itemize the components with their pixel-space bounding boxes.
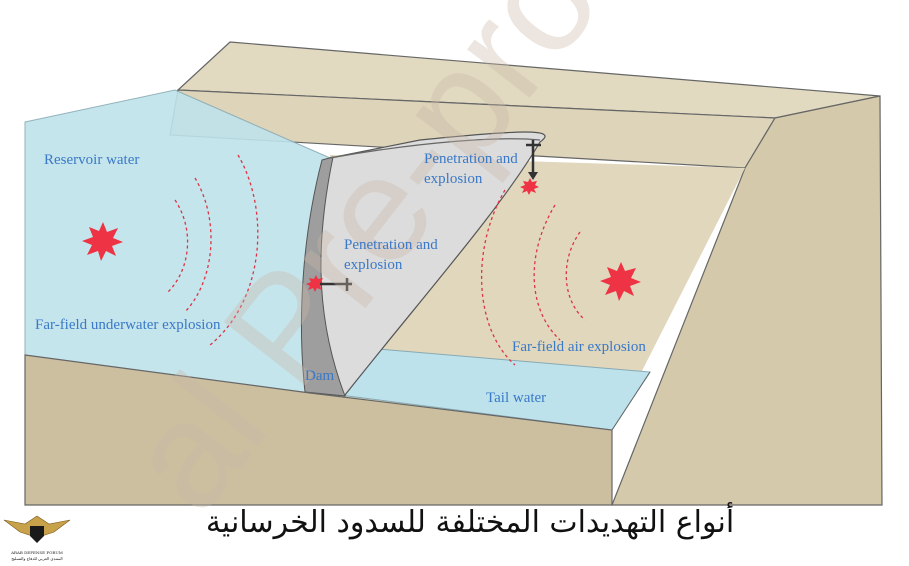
label-far-field-air: Far-field air explosion xyxy=(512,339,646,355)
logo-line1: ARAB DEFENSE FORUM xyxy=(10,550,63,555)
logo-line2: المنتدى العربي للدفاع والتسليح xyxy=(11,556,62,561)
ground-edge-line xyxy=(611,371,651,431)
mid-penetration-blast-icon xyxy=(306,275,325,292)
caption-title: أنواع التهديدات المختلفة للسدود الخرساني… xyxy=(205,505,735,540)
label-dam: Dam xyxy=(305,368,334,384)
label-penetration-top-1: Penetration and xyxy=(424,151,518,167)
label-reservoir-water: Reservoir water xyxy=(44,152,139,168)
logo-shield-icon xyxy=(30,526,44,543)
label-penetration-top-2: explosion xyxy=(424,171,483,187)
air-blast-icon xyxy=(600,262,641,301)
label-penetration-mid-2: explosion xyxy=(344,257,403,273)
underwater-shock-waves xyxy=(167,154,259,346)
top-penetration-blast-icon xyxy=(520,178,539,195)
dam-side-edge xyxy=(300,156,346,397)
underwater-blast-icon xyxy=(82,222,123,261)
right-hill xyxy=(611,95,883,506)
label-far-field-underwater: Far-field underwater explosion xyxy=(35,317,221,333)
label-tail-water: Tail water xyxy=(486,390,546,406)
arab-defense-forum-logo: ARAB DEFENSE FORUM المنتدى العربي للدفاع… xyxy=(3,515,71,561)
dam-crest-line xyxy=(329,138,541,159)
top-penetrator-icon xyxy=(526,140,541,180)
front-ground xyxy=(24,354,613,506)
air-shock-waves xyxy=(480,189,586,366)
label-penetration-mid-1: Penetration and xyxy=(344,237,438,253)
mid-penetrator-icon xyxy=(320,278,352,291)
